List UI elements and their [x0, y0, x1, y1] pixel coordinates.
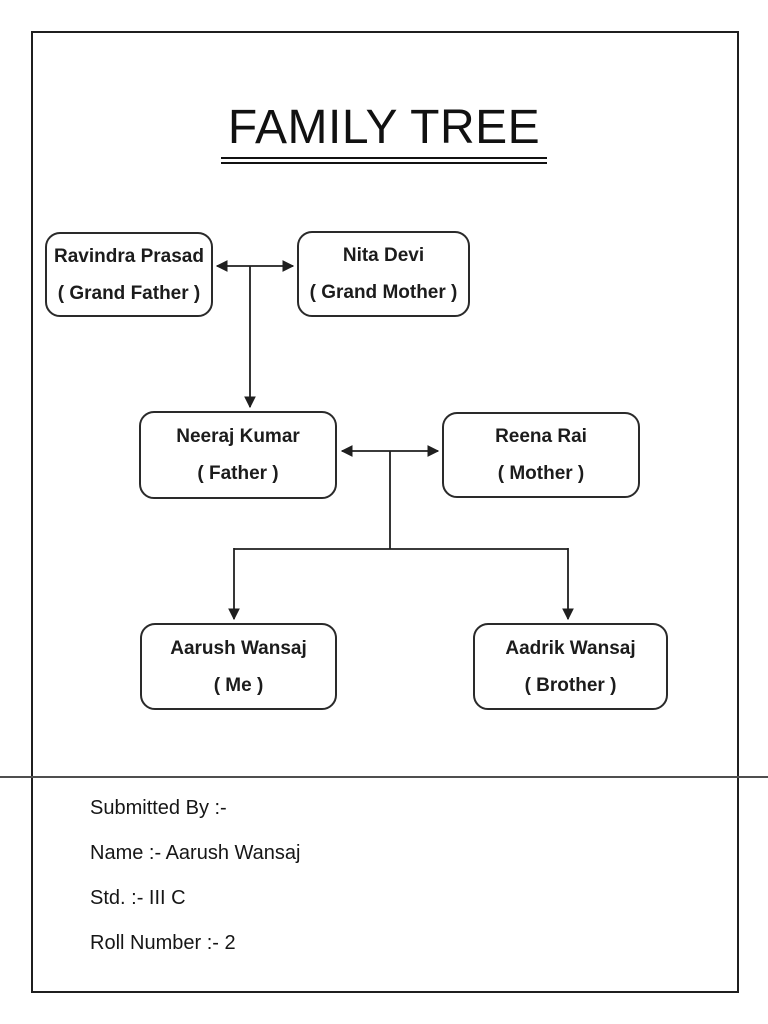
tree-node-mother: Reena Rai ( Mother ) — [442, 412, 640, 498]
tree-node-father: Neeraj Kumar ( Father ) — [139, 411, 337, 499]
footer-std: Std. :- III C — [90, 887, 186, 909]
footer-submitted-by: Submitted By :- — [90, 797, 227, 819]
title-wrap: FAMILY TREE — [0, 101, 768, 164]
grandmother-relation: ( Grand Mother ) — [309, 282, 458, 303]
grandfather-name: Ravindra Prasad — [54, 245, 204, 267]
mother-name: Reena Rai — [495, 426, 587, 447]
father-relation: ( Father ) — [197, 463, 279, 484]
family-tree-title: FAMILY TREE — [220, 101, 548, 164]
brother-name: Aadrik Wansaj — [505, 637, 636, 659]
mother-relation: ( Mother ) — [497, 463, 585, 484]
brother-relation: ( Brother ) — [524, 674, 617, 696]
father-name: Neeraj Kumar — [176, 426, 300, 447]
footer-name: Name :- Aarush Wansaj — [90, 842, 301, 864]
page-border — [31, 31, 739, 993]
grandmother-name: Nita Devi — [342, 245, 425, 266]
tree-node-me: Aarush Wansaj ( Me ) — [140, 623, 337, 710]
tree-node-brother: Aadrik Wansaj ( Brother ) — [473, 623, 668, 710]
me-relation: ( Me ) — [213, 674, 264, 696]
grandfather-relation: ( Grand Father ) — [57, 282, 201, 304]
section-divider-line — [0, 776, 768, 778]
me-name: Aarush Wansaj — [170, 637, 307, 659]
tree-node-grandmother: Nita Devi ( Grand Mother ) — [297, 231, 470, 317]
footer-roll-number: Roll Number :- 2 — [90, 932, 236, 954]
tree-node-grandfather: Ravindra Prasad ( Grand Father ) — [45, 232, 213, 317]
